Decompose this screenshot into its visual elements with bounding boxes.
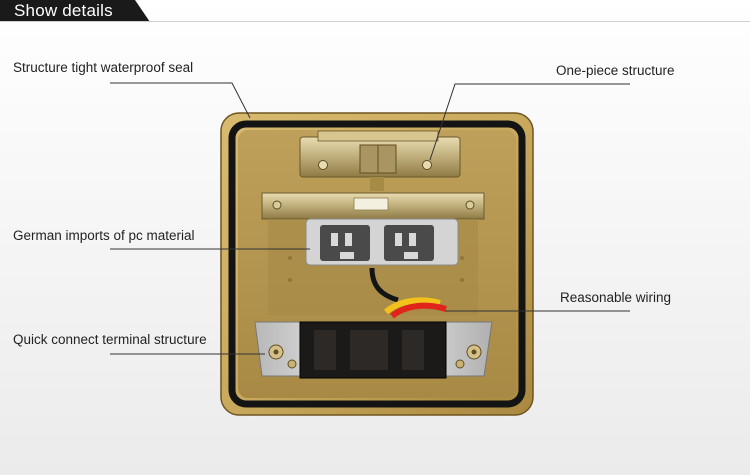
leader-waterproof-seal bbox=[110, 82, 251, 119]
header-tab bbox=[0, 0, 150, 22]
callout-waterproof-seal: Structure tight waterproof seal bbox=[13, 60, 194, 75]
callout-pc-material: German imports of pc material bbox=[13, 228, 195, 243]
page-title: Show details bbox=[14, 1, 113, 20]
hinge-bracket bbox=[299, 130, 461, 191]
callout-terminal-structure: Quick connect terminal structure bbox=[13, 332, 207, 347]
callout-reasonable-wiring: Reasonable wiring bbox=[560, 290, 672, 305]
wiring bbox=[369, 267, 447, 319]
terminal-plate bbox=[254, 321, 493, 379]
callout-one-piece-structure: One-piece structure bbox=[556, 63, 675, 78]
header-divider bbox=[0, 21, 750, 22]
leader-lines bbox=[110, 82, 630, 355]
socket-outlets bbox=[305, 218, 459, 266]
leader-one-piece bbox=[429, 83, 630, 161]
waterproof-seal bbox=[228, 120, 526, 408]
